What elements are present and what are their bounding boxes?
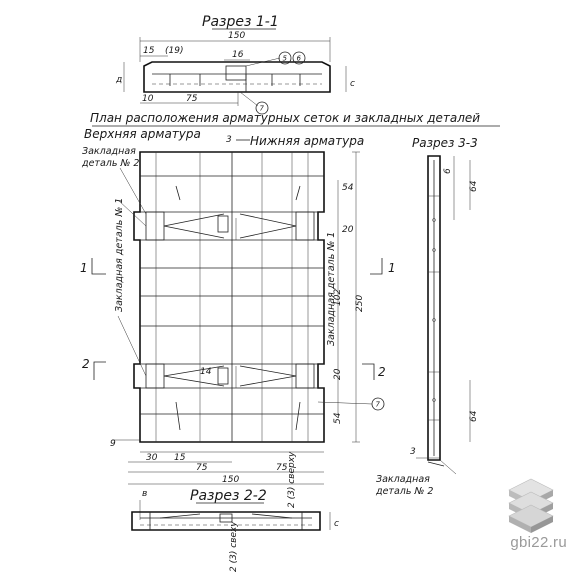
section-marker-2-left: 2 <box>82 357 90 371</box>
dim-sec3-3: 3 <box>410 447 416 457</box>
embedded-part-1-label-left: Закладная деталь № 1 <box>114 198 125 312</box>
section-1-1-title: Разрез 1-1 <box>202 14 279 30</box>
stacked-slabs-logo-icon <box>508 478 554 533</box>
dim-right-20-top: 20 <box>342 225 354 235</box>
callout-5: 5 <box>283 55 288 63</box>
dim-19: (19) <box>165 46 183 56</box>
dim-75: 75 <box>186 94 198 104</box>
dim-bottom-15: 15 <box>174 453 186 463</box>
upper-reinforcement-title: Верхняя арматура <box>84 127 201 141</box>
section-3-3-title: Разрез 3-3 <box>412 136 478 150</box>
dim-15: 15 <box>143 46 155 56</box>
embedded-part-2-label-line2: деталь № 2 <box>81 158 139 169</box>
embedded-part-2-label-line1: Закладная <box>82 146 136 157</box>
section-2-2-title: Разрез 2-2 <box>190 488 267 504</box>
section-marker-2-right: 2 <box>378 365 386 379</box>
section-3-3: 6 64 64 3 Закладная деталь № 2 <box>375 155 479 497</box>
dim-sec2-bottom-note: 2 (3) свеху <box>229 521 239 572</box>
section-3-marker: 3 <box>226 135 232 145</box>
plan-titles: План расположения арматурных сеток и зак… <box>84 111 500 150</box>
section-marker-1-right: 1 <box>388 261 396 275</box>
callout-7-top: 7 <box>260 105 265 113</box>
plan-title: План расположения арматурных сеток и зак… <box>90 111 480 125</box>
dim-bottom-75-left: 75 <box>196 463 208 473</box>
plan-right-labels: Закладная деталь № 1 54 20 102 20 54 250 <box>326 151 365 443</box>
dim-10: 10 <box>142 94 154 104</box>
callout-6: 6 <box>297 55 302 63</box>
section-2-2: Разрез 2-2 в с 2 (3) сверху 2 (3) свеху <box>131 451 339 572</box>
dim-sec2-v: в <box>142 489 147 499</box>
dim-16: 16 <box>232 50 244 60</box>
dim-sec3-6: 6 <box>443 168 453 174</box>
dim-top-150: 150 <box>228 31 245 41</box>
dim-sec2-top-note: 2 (3) сверху <box>287 451 297 508</box>
plan-left-labels: Закладная деталь № 2 Закладная деталь № … <box>81 146 147 377</box>
dim-left-d: д <box>115 75 122 85</box>
dim-right-20-bottom: 20 <box>333 368 343 380</box>
dim-sec2-c: с <box>334 519 339 529</box>
embedded-part-1-label-right: Закладная деталь № 1 <box>326 232 337 346</box>
plan-view: 14 7 <box>133 151 385 443</box>
dim-right-250: 250 <box>355 295 365 312</box>
dim-bottom-9: 9 <box>110 439 116 449</box>
dim-right-54-top: 54 <box>342 183 354 193</box>
dim-sec3-64-top: 64 <box>469 180 479 192</box>
plan-bottom-dims: 9 30 15 75 75 150 <box>110 439 324 485</box>
dim-right-54-bottom: 54 <box>333 412 343 424</box>
sec3-embedded-part-2-line2: деталь № 2 <box>375 486 433 497</box>
dim-bottom-150: 150 <box>222 475 239 485</box>
dim-14: 14 <box>200 367 212 377</box>
callout-7-plan: 7 <box>376 401 381 409</box>
section-1-1: Разрез 1-1 150 15 (19) 16 д с 10 75 <box>115 14 355 115</box>
dim-right-102: 102 <box>333 289 343 306</box>
section-markers: 1 1 2 2 <box>80 258 396 380</box>
dim-bottom-75-right: 75 <box>276 463 288 473</box>
dim-bottom-30: 30 <box>146 453 158 463</box>
lower-reinforcement-title: Нижняя арматура <box>250 134 364 148</box>
sec3-embedded-part-2-line1: Закладная <box>376 474 430 485</box>
watermark-text[interactable]: gbi22.ru <box>510 534 567 551</box>
dim-sec3-64-bottom: 64 <box>469 410 479 422</box>
dim-right-c: с <box>350 79 355 89</box>
section-marker-1-left: 1 <box>80 261 88 275</box>
